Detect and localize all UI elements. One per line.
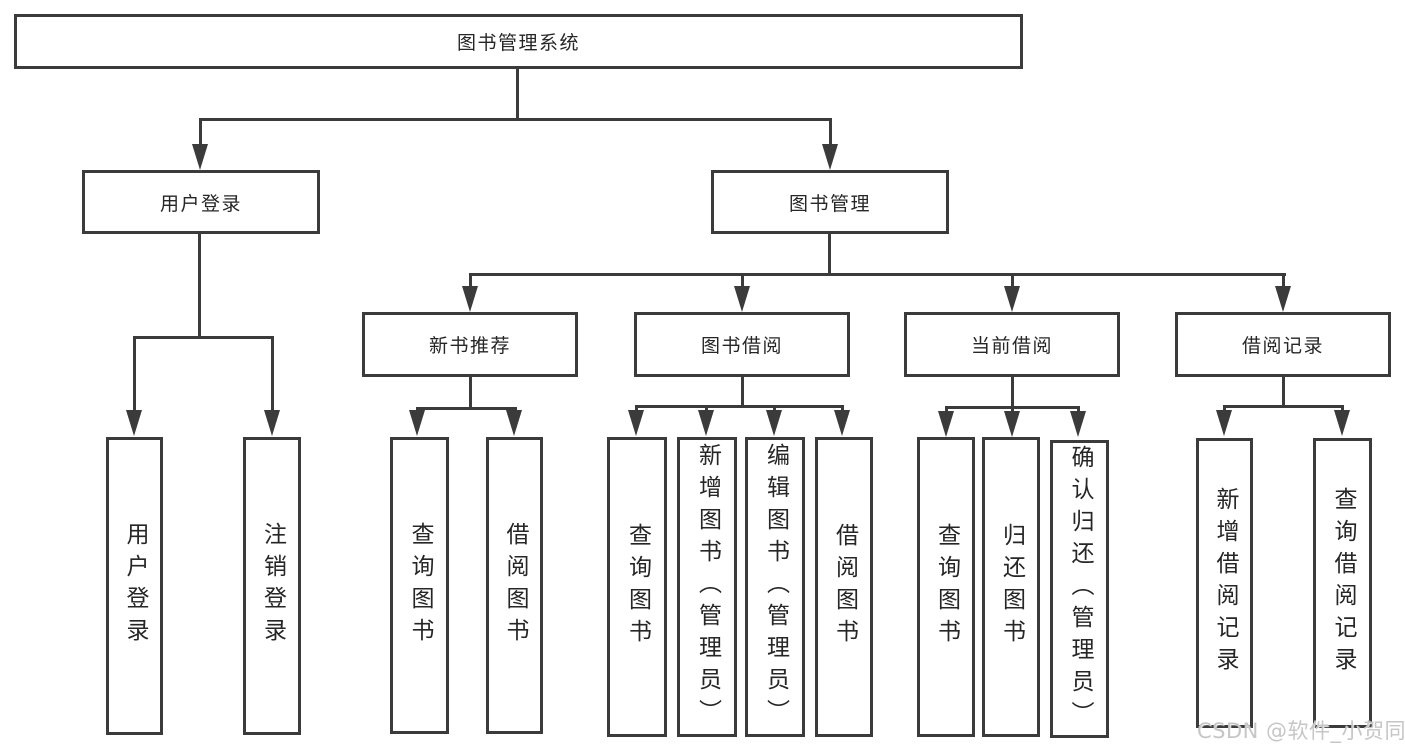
leaf-add-book-admin: 新增图书（管理员） [677, 437, 737, 737]
connector-line [271, 338, 274, 412]
connector-line [198, 234, 201, 336]
leaf-confirm-return-admin: 确认归还（管理员） [1050, 440, 1109, 738]
arrow-down-icon [1070, 411, 1086, 437]
connector-line [416, 407, 517, 410]
node-current-borrow: 当前借阅 [904, 312, 1120, 377]
node-book-management: 图书管理 [711, 170, 949, 234]
leaf-query-books-3-label: 查询图书 [933, 523, 960, 651]
leaf-edit-book-admin: 编辑图书（管理员） [745, 437, 805, 737]
leaf-user-login: 用户登录 [106, 437, 163, 735]
arrow-down-icon [126, 410, 142, 436]
arrow-down-icon [462, 286, 478, 312]
connector-line [1282, 275, 1285, 288]
connector-line [945, 406, 1080, 409]
node-book-borrow-label: 图书借阅 [700, 335, 783, 357]
leaf-add-borrow-record-label: 新增借阅记录 [1212, 487, 1238, 679]
leaf-user-login-label: 用户登录 [122, 522, 148, 650]
node-user-login: 用户登录 [82, 170, 320, 234]
arrow-down-icon [506, 410, 522, 436]
connector-line [741, 275, 744, 288]
connector-line [1011, 275, 1014, 288]
connector-line [828, 234, 831, 273]
arrow-down-icon [192, 144, 208, 170]
connector-line [133, 338, 136, 412]
connector-line [469, 275, 472, 288]
arrow-down-icon [1275, 286, 1291, 312]
leaf-return-books: 归还图书 [982, 437, 1040, 737]
connector-line [1282, 377, 1285, 405]
leaf-query-books-2-label: 查询图书 [624, 523, 651, 651]
arrow-down-icon [822, 144, 838, 170]
node-root-label: 图书管理系统 [456, 32, 580, 54]
leaf-add-book-admin-label: 新增图书（管理员） [694, 443, 721, 731]
node-user-login-label: 用户登录 [159, 192, 242, 215]
arrow-down-icon [1004, 286, 1020, 312]
arrow-down-icon [264, 410, 280, 436]
arrow-down-icon [938, 411, 954, 437]
node-root: 图书管理系统 [14, 14, 1023, 69]
leaf-query-books-1-label: 查询图书 [407, 521, 433, 650]
leaf-add-borrow-record: 新增借阅记录 [1196, 438, 1253, 728]
leaf-query-borrow-record-label: 查询借阅记录 [1330, 487, 1356, 679]
node-new-book-recommend: 新书推荐 [362, 312, 578, 377]
arrow-down-icon [766, 410, 782, 436]
leaf-query-books-2: 查询图书 [607, 437, 667, 737]
leaf-borrow-books-2: 借阅图书 [815, 437, 873, 737]
leaf-query-borrow-record: 查询借阅记录 [1313, 438, 1372, 728]
connector-line [469, 377, 472, 407]
connector-line [469, 273, 1286, 276]
node-borrow-records: 借阅记录 [1175, 312, 1391, 377]
leaf-logout: 注销登录 [243, 437, 301, 735]
leaf-return-books-label: 归还图书 [998, 523, 1025, 651]
arrow-down-icon [1216, 410, 1232, 436]
arrow-down-icon [698, 410, 714, 436]
node-borrow-records-label: 借阅记录 [1241, 335, 1324, 357]
leaf-borrow-books-2-label: 借阅图书 [831, 523, 858, 651]
leaf-edit-book-admin-label: 编辑图书（管理员） [762, 443, 789, 731]
arrow-down-icon [1334, 410, 1350, 436]
leaf-borrow-books-1-label: 借阅图书 [502, 521, 528, 650]
arrow-down-icon [734, 286, 750, 312]
leaf-confirm-return-admin-label: 确认归还（管理员） [1067, 445, 1093, 733]
connector-line [1011, 377, 1014, 406]
leaf-query-books-3: 查询图书 [917, 437, 975, 737]
node-book-management-label: 图书管理 [788, 192, 871, 215]
arrow-down-icon [409, 410, 425, 436]
connector-line [635, 405, 844, 408]
connector-line [133, 336, 274, 339]
leaf-borrow-books-1: 借阅图书 [486, 437, 543, 734]
node-new-book-recommend-label: 新书推荐 [428, 335, 511, 357]
connector-line [1223, 405, 1344, 408]
node-current-borrow-label: 当前借阅 [970, 335, 1053, 357]
connector-line [199, 120, 202, 146]
arrow-down-icon [1004, 411, 1020, 437]
leaf-query-books-1: 查询图书 [390, 437, 449, 734]
leaf-logout-label: 注销登录 [259, 522, 286, 650]
node-book-borrow: 图书借阅 [634, 312, 850, 377]
connector-line [516, 69, 519, 118]
watermark: CSDN @软件_小贺同学 [1197, 719, 1405, 743]
connector-line [199, 118, 832, 121]
connector-line [741, 377, 744, 405]
connector-line [829, 120, 832, 146]
arrow-down-icon [834, 410, 850, 436]
arrow-down-icon [628, 410, 644, 436]
